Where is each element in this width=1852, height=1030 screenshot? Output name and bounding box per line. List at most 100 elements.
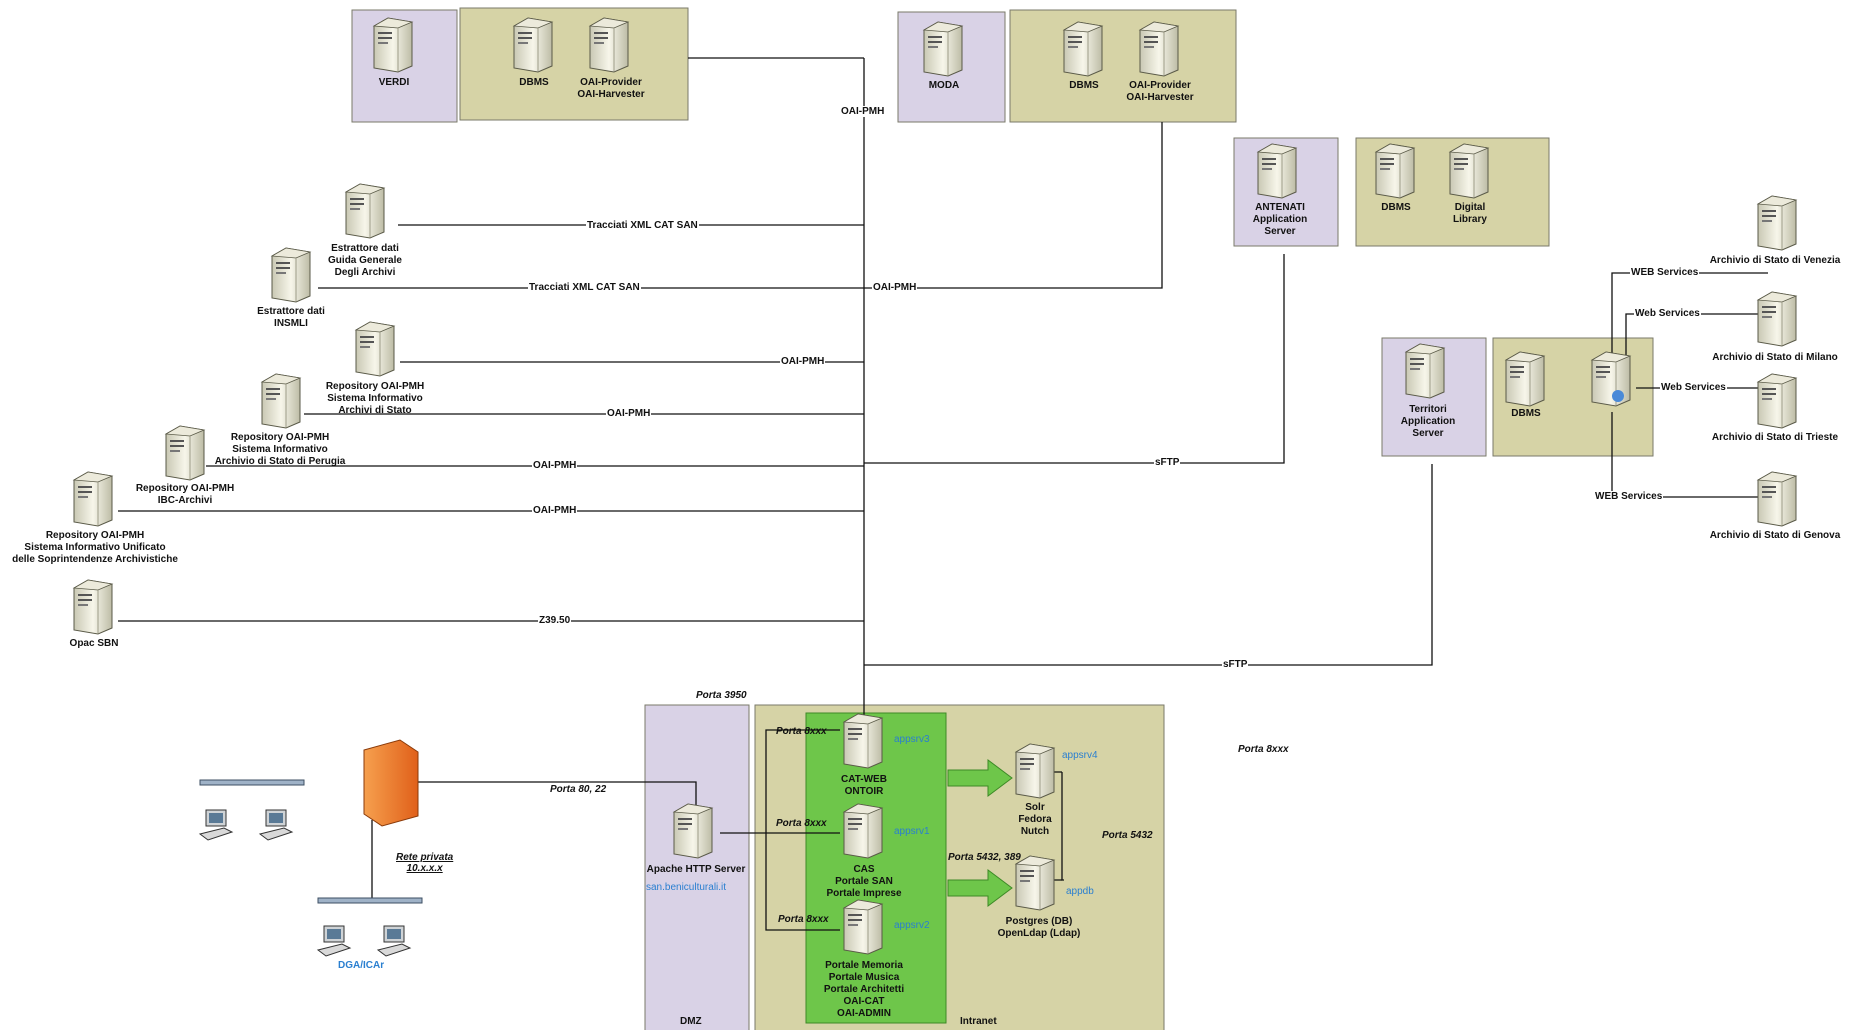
estrattore-insmli-label: Estrattore dati INSMLI <box>257 306 325 329</box>
web-services-label: Web Services <box>1660 382 1727 393</box>
archivio-genova-label: Archivio di Stato di Genova <box>1709 530 1841 541</box>
territori-dbms-icon <box>1505 351 1545 407</box>
tracciati-label: Tracciati XML CAT SAN <box>586 220 699 231</box>
appsrv4-label: appsrv4 <box>1062 750 1098 761</box>
solr-server-icon <box>1015 743 1055 799</box>
pc-icon <box>317 925 351 957</box>
repo-siusa-icon <box>73 471 113 527</box>
digital-library-label: Digital Library <box>1453 202 1487 225</box>
verdi-oai-label: OAI-Provider OAI-Harvester <box>577 77 645 100</box>
apache-label: Apache HTTP Server <box>646 864 746 875</box>
porta-3950-label: Porta 3950 <box>696 690 747 701</box>
postgres-server-icon <box>1015 855 1055 911</box>
oai-pmh-label: OAI-PMH <box>532 460 578 471</box>
verdi-dbms-label: DBMS <box>519 77 549 88</box>
sftp-label: sFTP <box>1222 659 1249 670</box>
archivio-venezia-icon <box>1757 195 1797 251</box>
opac-label: Opac SBN <box>69 638 119 649</box>
antenati-server-icon <box>1257 143 1297 199</box>
moda-oai-label: OAI-Provider OAI-Harvester <box>1126 80 1194 103</box>
lan-bar-bottom <box>317 897 423 904</box>
oai-pmh-label: OAI-PMH <box>606 408 652 419</box>
web-services-server-icon <box>1591 351 1631 407</box>
antenati-label: ANTENATI Application Server <box>1252 202 1308 237</box>
antenati-dbms-label: DBMS <box>1381 202 1411 213</box>
repo-ibc-icon <box>165 425 205 481</box>
archivio-milano-label: Archivio di Stato di Milano <box>1712 352 1838 363</box>
portale-label: Portale Memoria Portale Musica Portale A… <box>823 960 905 1019</box>
tracciati-label: Tracciati XML CAT SAN <box>528 282 641 293</box>
repo-perugia-icon <box>261 373 301 429</box>
repo-ibc-label: Repository OAI-PMH IBC-Archivi <box>135 483 235 506</box>
web-services-label: Web Services <box>1634 308 1701 319</box>
dmz-label: DMZ <box>680 1016 702 1027</box>
solr-label: Solr Fedora Nutch <box>1018 802 1052 837</box>
antenati-dbms-icon <box>1375 143 1415 199</box>
digital-library-icon <box>1449 143 1489 199</box>
estrattore-guida-label: Estrattore dati Guida Generale Degli Arc… <box>328 243 402 278</box>
porta-5432-389-label: Porta 5432, 389 <box>948 852 1021 863</box>
oai-pmh-label: OAI-PMH <box>840 106 886 117</box>
appsrv1-label: appsrv1 <box>894 826 930 837</box>
verdi-dbms-icon <box>513 17 553 73</box>
cas-label: CAS Portale SAN Portale Imprese <box>826 864 902 899</box>
moda-dbms-label: DBMS <box>1069 80 1099 91</box>
appsrv2-label: appsrv2 <box>894 920 930 931</box>
porta-8xxx-label: Porta 8xxx <box>778 914 829 925</box>
oai-pmh-label: OAI-PMH <box>532 505 578 516</box>
archivio-trieste-icon <box>1757 373 1797 429</box>
web-services-label: WEB Services <box>1594 491 1664 502</box>
rete-privata-label: Rete privata 10.x.x.x <box>396 852 454 874</box>
portale-server-icon <box>843 899 883 955</box>
verdi-oai-icon <box>589 17 629 73</box>
appdb-label: appdb <box>1066 886 1094 897</box>
porta-8xxx-label: Porta 8xxx <box>1238 744 1289 755</box>
apache-url-label: san.beniculturali.it <box>646 882 727 893</box>
archivio-trieste-label: Archivio di Stato di Trieste <box>1711 432 1839 443</box>
cas-server-icon <box>843 803 883 859</box>
postgres-label: Postgres (DB) OpenLdap (Ldap) <box>997 916 1081 939</box>
pc-icon <box>377 925 411 957</box>
moda-server-icon <box>923 21 963 77</box>
repo-perugia-label: Repository OAI-PMH Sistema Informativo A… <box>214 432 346 467</box>
arrow-to-postgres <box>947 869 1013 907</box>
estrattore-insmli-icon <box>271 247 311 303</box>
repo-archivi-stato-label: Repository OAI-PMH Sistema Informativo A… <box>325 381 425 416</box>
moda-oai-icon <box>1139 21 1179 77</box>
verdi-label: VERDI <box>378 77 410 88</box>
catweb-label: CAT-WEB ONTOIR <box>841 774 887 797</box>
archivio-venezia-label: Archivio di Stato di Venezia <box>1709 255 1841 266</box>
verdi-server-icon <box>373 17 413 73</box>
territori-server-icon <box>1405 343 1445 399</box>
catweb-server-icon <box>843 713 883 769</box>
appsrv3-label: appsrv3 <box>894 734 930 745</box>
porta-5432-label: Porta 5432 <box>1102 830 1153 841</box>
territori-label: Territori Application Server <box>1400 404 1456 439</box>
dmz-zone <box>644 704 750 1030</box>
repo-archivi-stato-icon <box>355 321 395 377</box>
porta-8xxx-label: Porta 8xxx <box>776 726 827 737</box>
archivio-milano-icon <box>1757 291 1797 347</box>
pc-icon <box>259 809 293 841</box>
archivio-genova-icon <box>1757 471 1797 527</box>
estrattore-guida-icon <box>345 183 385 239</box>
porta-80-22-label: Porta 80, 22 <box>550 784 607 795</box>
territori-dbms-label: DBMS <box>1511 408 1541 419</box>
firewall-icon <box>363 739 419 827</box>
arrow-to-solr <box>947 759 1013 797</box>
z3950-label: Z39.50 <box>538 615 572 626</box>
repo-siusa-label: Repository OAI-PMH Sistema Informativo U… <box>12 530 178 565</box>
lan-bar-top <box>199 779 305 786</box>
porta-8xxx-label: Porta 8xxx <box>776 818 827 829</box>
intranet-label: Intranet <box>960 1016 997 1027</box>
moda-label: MODA <box>928 80 960 91</box>
oai-pmh-label: OAI-PMH <box>780 356 826 367</box>
sftp-label: sFTP <box>1154 457 1181 468</box>
apache-server-icon <box>673 803 713 859</box>
oai-pmh-label: OAI-PMH <box>872 282 918 293</box>
web-services-label: WEB Services <box>1630 267 1700 278</box>
user-icon <box>1612 390 1624 402</box>
dga-label: DGA/ICAr <box>338 960 385 971</box>
opac-icon <box>73 579 113 635</box>
